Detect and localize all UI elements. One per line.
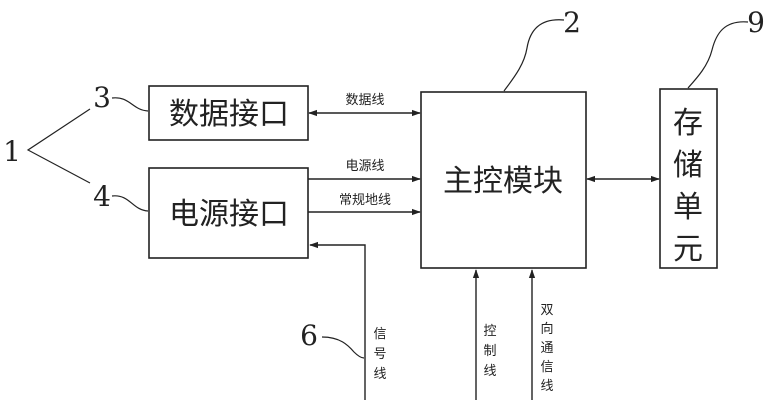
power-interface-label: 电源接口 (169, 197, 289, 232)
ref-number-6: 6 (300, 319, 318, 352)
power-line-label: 电源线 (345, 159, 384, 174)
ref-number-2: 2 (563, 6, 581, 39)
main-control-label: 主控模块 (443, 164, 563, 199)
ground-line-label: 常规地线 (339, 193, 391, 208)
leader-1 (26, 108, 91, 184)
data-interface-block: 数据接口 (148, 85, 309, 141)
bidirectional-line-char: 线 (540, 379, 553, 394)
ref-number-1: 1 (3, 135, 21, 168)
data-line-label: 数据线 (345, 93, 384, 108)
signal-line-connector (309, 241, 366, 400)
signal-line-char: 线 (373, 367, 386, 382)
leader-2 (503, 19, 565, 92)
leader-9 (687, 21, 749, 89)
storage-unit-char: 储 (673, 148, 703, 183)
control-line-char: 制 (483, 344, 496, 359)
signal-line-char: 信 (373, 327, 386, 342)
ref-number-4: 4 (93, 180, 111, 213)
bidirectional-line-char: 双 (540, 303, 553, 318)
ref-number-3: 3 (93, 81, 111, 114)
power-interface-block: 电源接口 (148, 167, 309, 259)
bidirectional-line-char: 通 (540, 341, 553, 356)
signal-line-char: 号 (373, 347, 386, 362)
leader-6 (321, 336, 365, 359)
leader-3 (111, 97, 149, 112)
storage-unit-block: 存 储 单 元 (659, 88, 718, 269)
main-control-block: 主控模块 (420, 91, 587, 269)
data-interface-label: 数据接口 (169, 97, 289, 132)
ref-number-9: 9 (747, 6, 765, 39)
leader-4 (111, 195, 149, 212)
storage-unit-char: 单 (673, 190, 703, 225)
storage-unit-char: 元 (673, 232, 703, 267)
bidirectional-line-char: 信 (540, 360, 553, 375)
control-line-char: 线 (483, 364, 496, 379)
storage-unit-char: 存 (673, 106, 703, 141)
control-line-char: 控 (483, 324, 496, 339)
bidirectional-line-char: 向 (540, 321, 553, 337)
